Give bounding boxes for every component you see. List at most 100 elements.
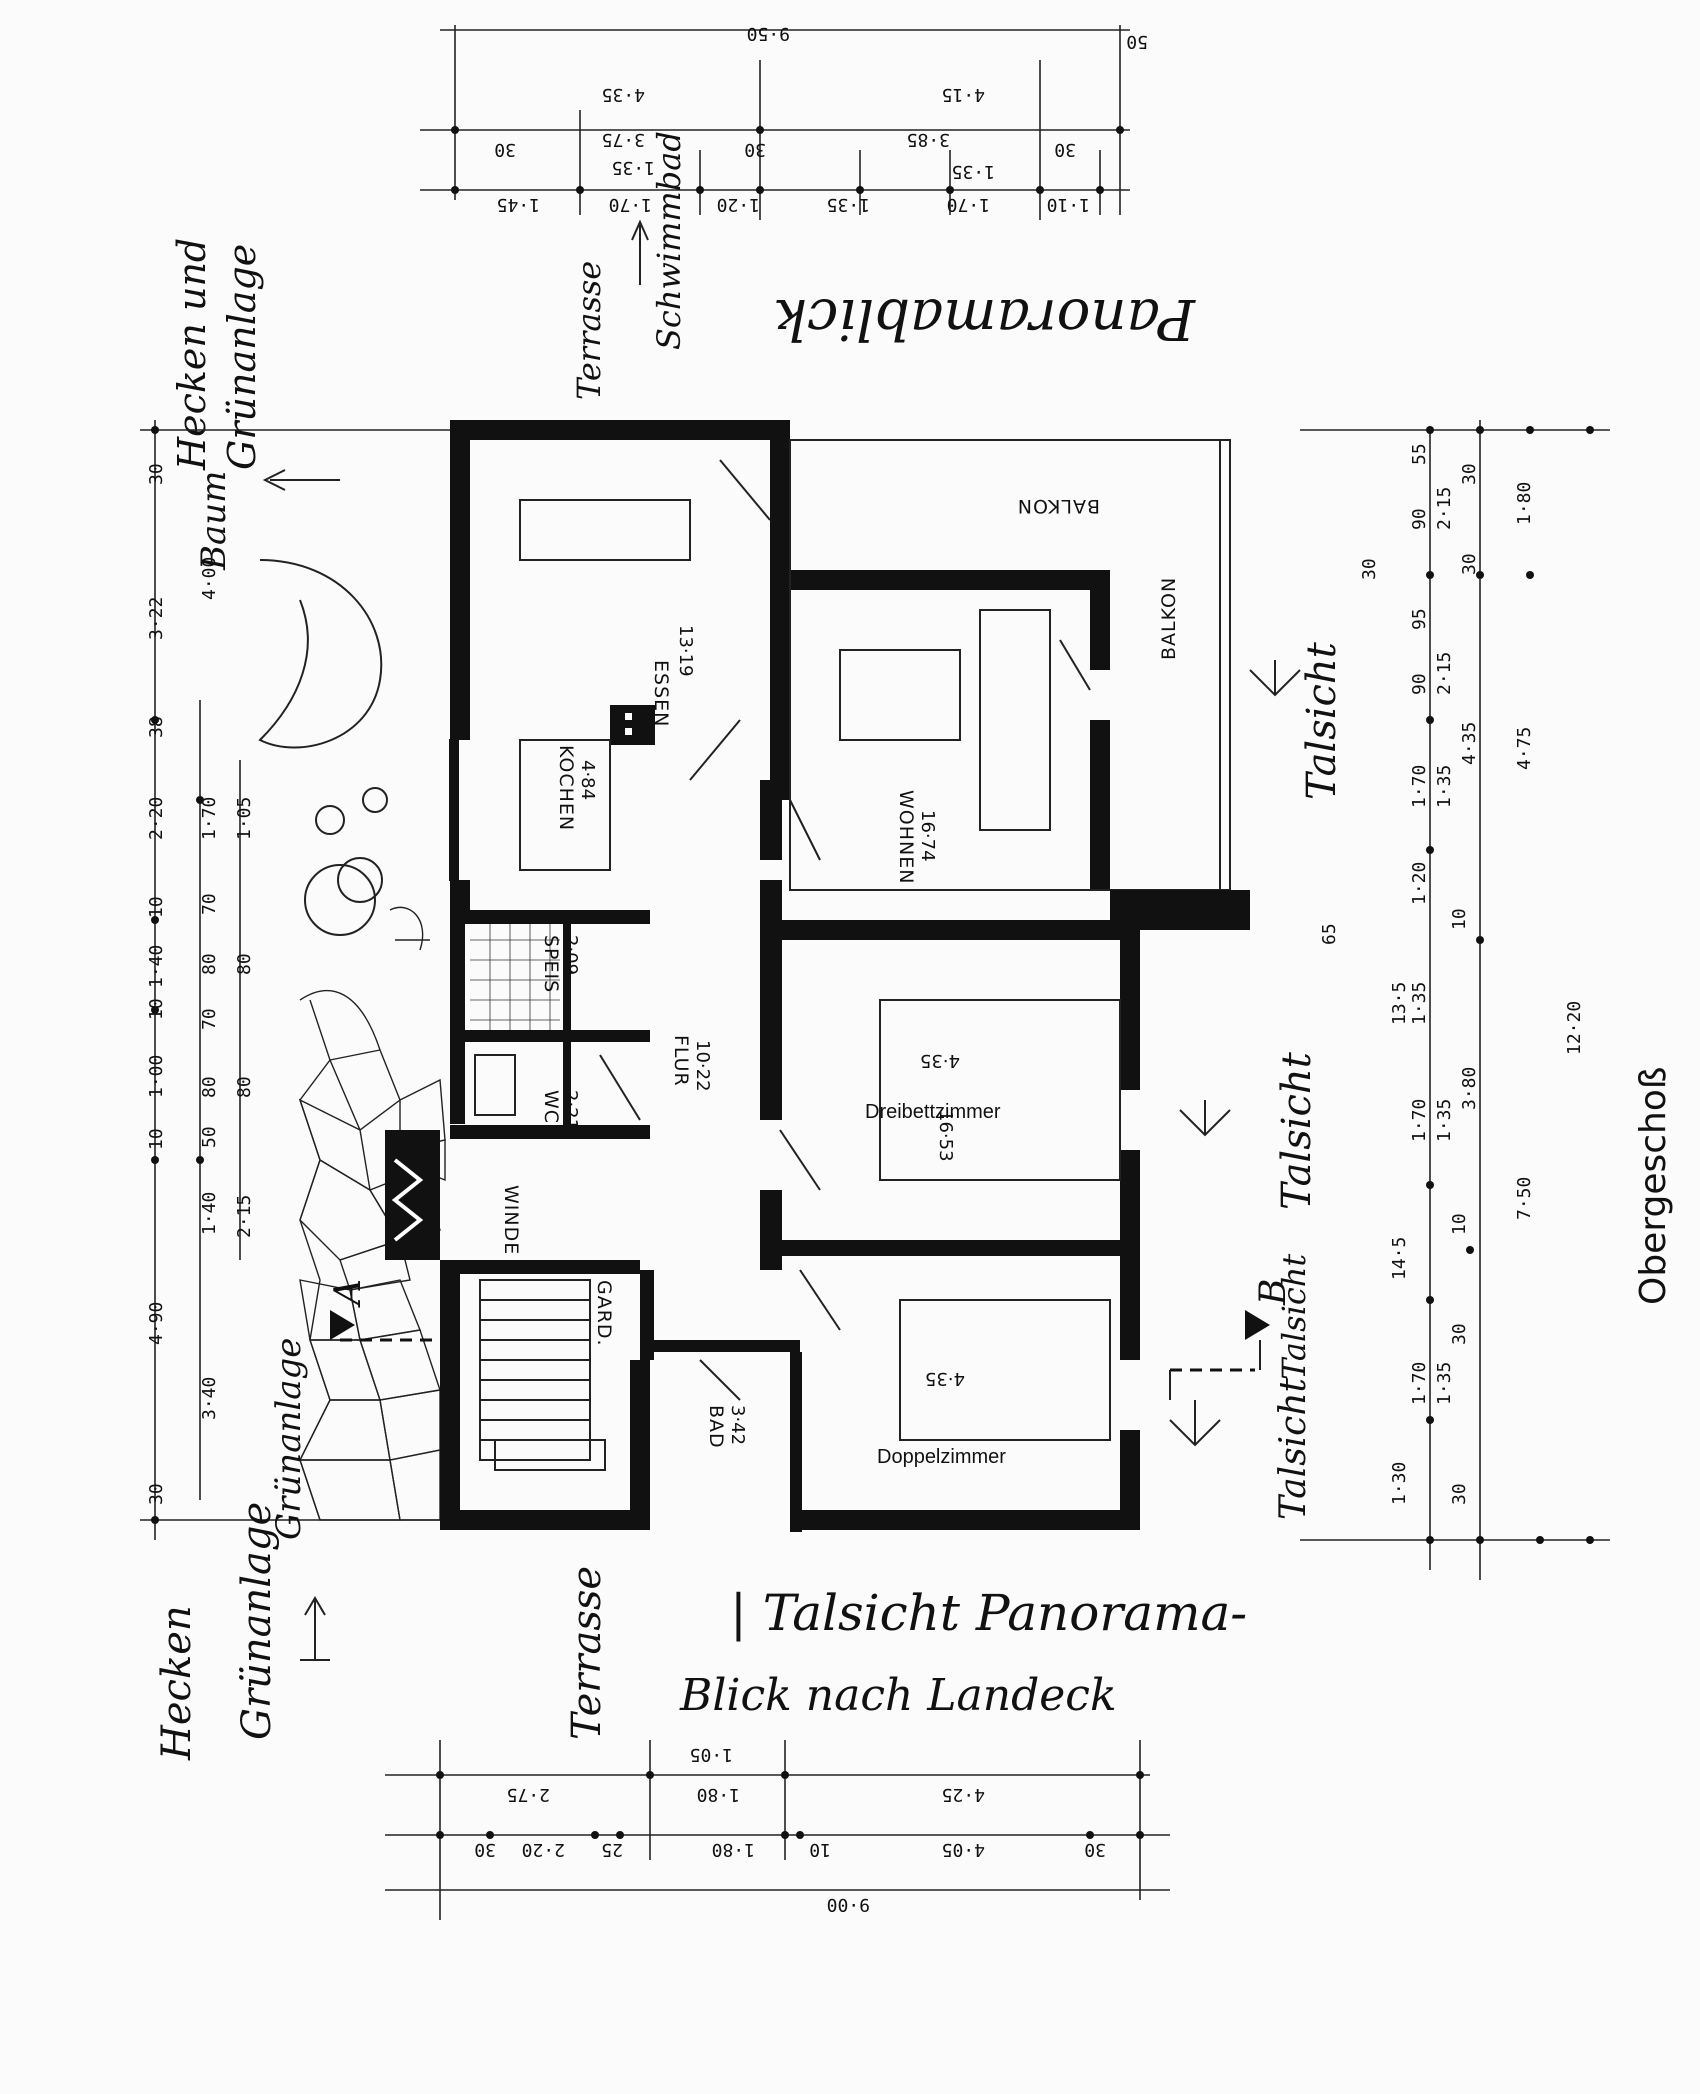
arrow-down-icon bbox=[1249, 660, 1301, 697]
shrub-icon bbox=[304, 864, 376, 936]
building bbox=[330, 420, 1270, 1532]
dim-left-col3-0: 1·05 bbox=[234, 797, 255, 840]
dim-right-col5-0: 1·80 bbox=[1514, 482, 1535, 525]
dim-right-col4-1: 4·35 bbox=[1459, 722, 1480, 765]
hand-terrasse-bottom: Terrasse bbox=[564, 1566, 610, 1740]
dim-right-col2-2: 90 bbox=[1409, 673, 1430, 695]
hand-gruenanlage-top: Grünanlage bbox=[220, 244, 264, 470]
dim-bottom-row3-3: 1·80 bbox=[712, 1839, 755, 1860]
room-balkon-top-label: BALKON bbox=[1017, 495, 1100, 517]
room-wohnen-label: WOHNEN bbox=[895, 790, 917, 884]
section-a-label: A bbox=[328, 1279, 369, 1308]
dim-left-col3-2: 80 bbox=[234, 1076, 255, 1098]
dim-right-col3-2: 30 bbox=[1459, 463, 1480, 485]
dim-bottom-row3-2: 25 bbox=[601, 1839, 623, 1860]
dim-right-col2-0: 90 bbox=[1409, 508, 1430, 530]
dim-right-col1-2: 13·5 bbox=[1389, 982, 1410, 1025]
dim-top-row3-1: 3·75 bbox=[602, 129, 645, 150]
hand-hecken-top: Hecken und bbox=[170, 238, 214, 471]
dim-right-col4-0: 30 bbox=[1459, 553, 1480, 575]
room-bad-area: 3·42 bbox=[727, 1405, 748, 1445]
dim-right-col3-7: 10 bbox=[1449, 1213, 1470, 1235]
shrub-icon bbox=[315, 805, 345, 835]
dim-bottom-row2-1: 1·80 bbox=[697, 1784, 740, 1805]
dim-left-col2-5: 80 bbox=[199, 1076, 220, 1098]
arrow-up-icon bbox=[300, 1596, 330, 1661]
room-speis-label: SPEIS bbox=[540, 935, 562, 993]
section-a-arrow-icon bbox=[330, 1310, 355, 1340]
plan-title: Obergeschoß bbox=[1633, 1066, 1674, 1305]
hand-gruenanlage-left: Grünanlage bbox=[269, 1338, 309, 1540]
arrow-down-icon bbox=[1179, 1100, 1231, 1137]
dim-right-col3-4: 1·35 bbox=[1434, 765, 1455, 808]
dim-right-col3-3: 2·15 bbox=[1434, 652, 1455, 695]
dim-right-col3-6: 1·35 bbox=[1434, 1099, 1455, 1142]
room-winde-label: WINDE bbox=[500, 1185, 522, 1255]
arrow-down-icon bbox=[1169, 1400, 1221, 1447]
room-balkon-side-label: BALKON bbox=[1158, 577, 1180, 660]
dim-right-col5-3: 7·50 bbox=[1514, 1177, 1535, 1220]
dim-top-row2-0: 4·35 bbox=[602, 84, 645, 105]
room-bad-label: BAD bbox=[705, 1405, 727, 1449]
dim-left-col1-6: 10 bbox=[146, 998, 167, 1020]
dim-left-col2-7: 1·40 bbox=[199, 1192, 220, 1235]
room-wc-label: WC bbox=[540, 1090, 562, 1124]
dim-left-col1-4: 10 bbox=[146, 896, 167, 918]
dim-right-col2-5: 1·35 bbox=[1409, 982, 1430, 1025]
dim-right-col3-1: 2·15 bbox=[1434, 487, 1455, 530]
room-wohnen-area: 16·74 bbox=[917, 810, 938, 862]
room-doppelzimmer-width: 4·35 bbox=[925, 1368, 965, 1389]
dim-bottom-row3-0: 30 bbox=[474, 1839, 496, 1860]
dim-bottom-row3-1: 2·20 bbox=[522, 1839, 565, 1860]
dim-bottom-row2-2: 4·25 bbox=[942, 1784, 985, 1805]
dim-top-row4-1: 1·70 bbox=[609, 194, 652, 215]
shrub-icon bbox=[337, 857, 383, 903]
dim-left-col2-2: 70 bbox=[199, 893, 220, 915]
dim-top-row3-3: 3·85 bbox=[907, 129, 950, 150]
room-essen-label: ESSEN bbox=[650, 660, 672, 727]
shrub-icon bbox=[362, 787, 388, 813]
dim-left-col1-0: 30 bbox=[146, 463, 167, 485]
dim-top-row3-0: 30 bbox=[494, 139, 516, 160]
dim-top-row1-1: 50 bbox=[1126, 31, 1148, 52]
dim-right-col3-9: 1·35 bbox=[1434, 1362, 1455, 1405]
dim-left-col1-10: 30 bbox=[146, 1483, 167, 1505]
dim-bottom-row4-0: 9·00 bbox=[827, 1894, 870, 1915]
dim-right-col2-3: 1·70 bbox=[1409, 765, 1430, 808]
dim-top-row4-5: 1·10 bbox=[1047, 194, 1090, 215]
hand-hecken-bottom: Hecken bbox=[154, 1605, 200, 1761]
dim-top-row3b-1: 1·35 bbox=[952, 161, 995, 182]
dim-left-col1-7: 1·00 bbox=[146, 1055, 167, 1098]
room-flur-label: FLUR bbox=[670, 1035, 692, 1087]
dim-right-col1-3: 14·5 bbox=[1389, 1237, 1410, 1280]
dim-left-col1-2: 38 bbox=[146, 716, 167, 738]
room-kochen-label: KOCHEN bbox=[555, 745, 577, 831]
dim-right-col3-5: 10 bbox=[1449, 908, 1470, 930]
room-dreibettzimmer-width: 4·35 bbox=[920, 1050, 960, 1071]
section-b-arrow-icon bbox=[1245, 1310, 1270, 1340]
dim-left-col2-4: 70 bbox=[199, 1008, 220, 1030]
dim-right-col2-7: 1·70 bbox=[1409, 1362, 1430, 1405]
dim-left-col3-1: 80 bbox=[234, 953, 255, 975]
dim-left-col2-1: 1·70 bbox=[199, 797, 220, 840]
dim-left-col3-3: 2·15 bbox=[234, 1195, 255, 1238]
dim-top-row4-2: 1·20 bbox=[717, 194, 760, 215]
hand-gruenanlage-bottom: Grünanlage bbox=[234, 1502, 280, 1740]
staircase-icon bbox=[479, 1279, 606, 1471]
hand-talsicht-1: Talsicht bbox=[1299, 641, 1345, 800]
dim-right-col3-8: 30 bbox=[1449, 1323, 1470, 1345]
room-speis-area: 2·09 bbox=[560, 935, 581, 975]
dim-top-row3-2: 30 bbox=[744, 139, 766, 160]
dim-bottom-row2-0: 2·75 bbox=[507, 1784, 550, 1805]
dim-bottom-row3-6: 30 bbox=[1084, 1839, 1106, 1860]
dim-right-col3-0: 55 bbox=[1409, 443, 1430, 465]
dim-right-col3-10: 30 bbox=[1449, 1483, 1470, 1505]
section-b-label: B bbox=[1253, 1279, 1294, 1306]
left-dimensions: 30 3·22 38 2·20 10 1·40 10 1·00 10 4·90 … bbox=[140, 420, 450, 1540]
room-flur-area: 10·22 bbox=[692, 1040, 713, 1092]
room-labels: ESSEN 13·19 KOCHEN 4·84 WOHNEN 16·74 BAL… bbox=[500, 495, 1180, 1468]
dim-right-col1-1: 65 bbox=[1319, 923, 1340, 945]
dim-top-row2-1: 4·15 bbox=[942, 84, 985, 105]
dim-right-col5-2: 12·20 bbox=[1564, 1001, 1585, 1055]
